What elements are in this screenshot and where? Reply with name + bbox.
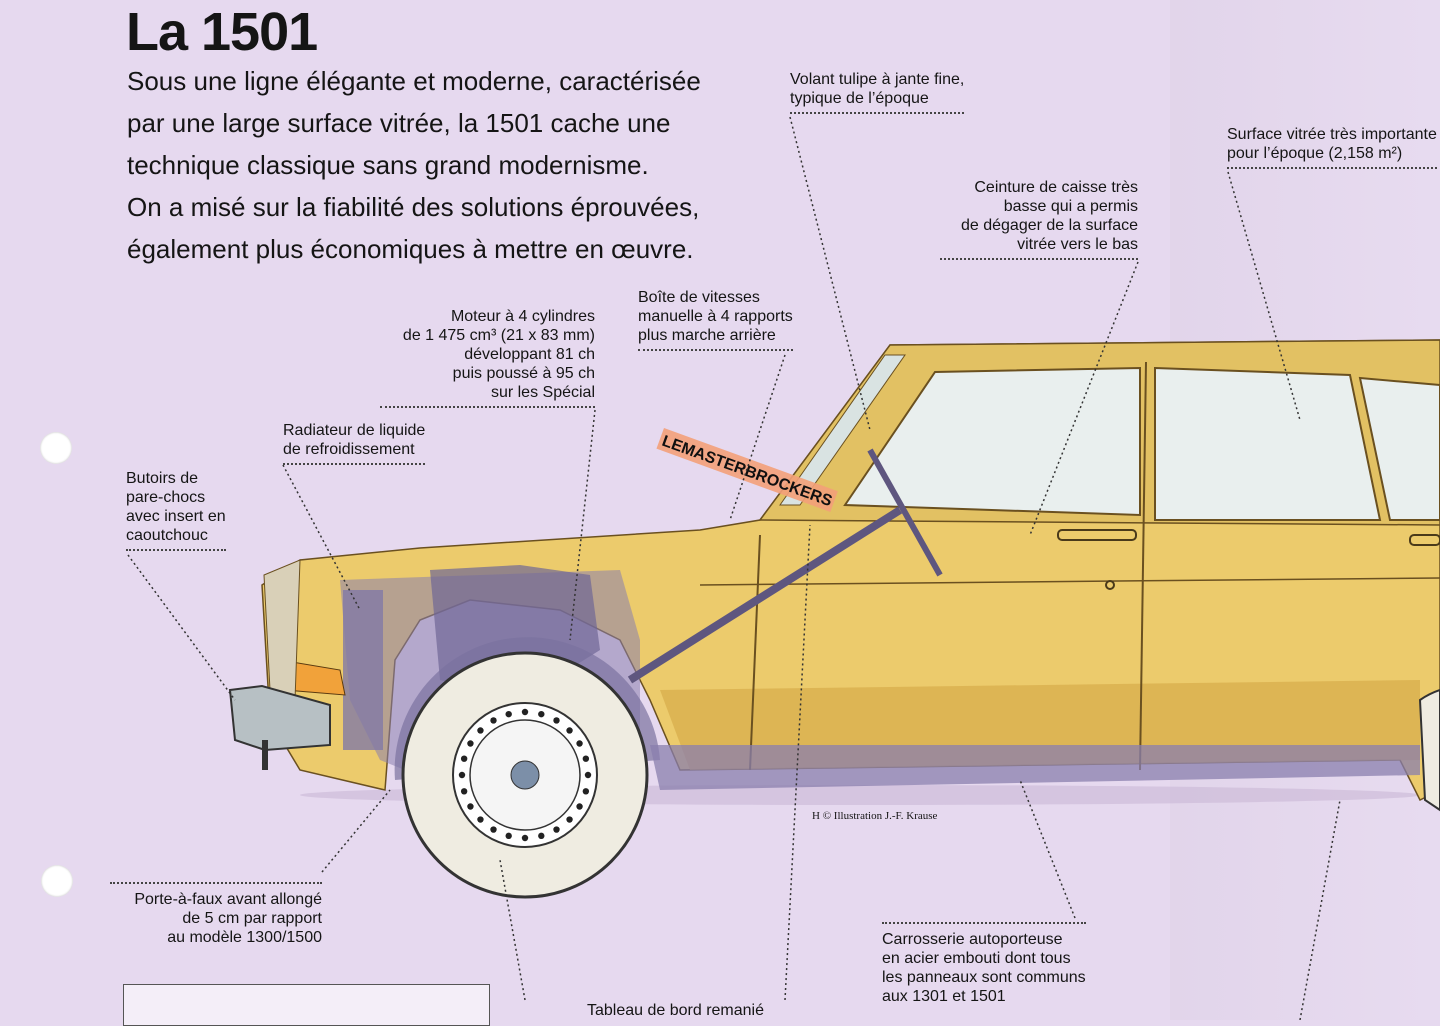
hubcap-dot — [576, 740, 583, 747]
label-radiateur: Radiateur de liquide de refroidissement — [283, 421, 426, 465]
intro-line: également plus économiques à mettre en œ… — [127, 234, 694, 264]
label-line: vitrée vers le bas — [1017, 236, 1138, 253]
label-line: Porte-à-faux avant allongé — [134, 891, 322, 908]
label-line: Carrosserie autoporteuse — [882, 931, 1063, 948]
intro-line: technique classique sans grand modernism… — [127, 150, 649, 180]
windscreen — [779, 354, 906, 506]
intro-line: Sous une ligne élégante et moderne, cara… — [127, 66, 701, 96]
intro-line: On a misé sur la fiabilité des solutions… — [127, 192, 700, 222]
label-line: plus marche arrière — [638, 327, 776, 344]
label-line: de 5 cm par rapport — [182, 910, 322, 927]
hubcap-dot — [460, 788, 468, 795]
label-line: Tableau de bord remanié — [587, 1002, 765, 1019]
label-line: en acier embouti dont tous — [882, 950, 1071, 967]
label-line: Moteur à 4 cylindres — [450, 308, 595, 325]
label-tableau: Tableau de bord remanié — [587, 1001, 764, 1024]
hubcap-dot — [490, 826, 497, 833]
hubcap-dot — [477, 816, 484, 823]
front-bumper — [228, 684, 331, 752]
hubcap-dot — [584, 771, 592, 779]
label-porte-a-faux: Porte-à-faux avant allongé de 5 cm par ra… — [110, 882, 322, 947]
label-line: aux 1301 et 1501 — [882, 988, 1006, 1005]
label-butoirs: Butoirs de pare-chocs avec insert en caoutc… — [126, 469, 226, 551]
hubcap-dot — [566, 816, 573, 823]
hubcap-dot — [505, 832, 512, 840]
label-line: de refroidissement — [283, 441, 415, 458]
hubcap-dot — [458, 771, 466, 779]
hubcap-dot — [521, 834, 529, 842]
radiator — [343, 590, 383, 750]
hubcap-dot — [576, 803, 583, 810]
label-line: Ceinture de caisse très — [974, 179, 1138, 196]
label-line: puis poussé à 95 ch — [452, 365, 595, 382]
binder-hole-bottom — [41, 865, 73, 897]
label-line: au modèle 1300/1500 — [167, 929, 322, 946]
hubcap-dot — [477, 727, 484, 734]
label-boite: Boîte de vitesses manuelle à 4 rapports pl… — [638, 288, 793, 351]
intro-paragraph: Sous une ligne élégante et moderne, cara… — [127, 60, 767, 270]
hubcap-dot — [582, 755, 590, 762]
intro-line: par une large surface vitrée, la 1501 ca… — [127, 108, 671, 138]
label-line: typique de l’époque — [790, 90, 929, 107]
binder-hole-top — [40, 432, 72, 464]
hubcap-dot — [521, 708, 529, 716]
label-line: pare-chocs — [126, 489, 206, 506]
hubcap-dot — [553, 826, 560, 833]
hubcap-dot — [505, 710, 512, 718]
label-line: Volant tulipe à jante fine, — [790, 71, 965, 88]
label-line: Butoirs de — [126, 470, 199, 487]
label-line: développant 81 ch — [464, 346, 595, 363]
label-line: sur les Spécial — [490, 384, 595, 401]
label-line: basse qui a permis — [1003, 198, 1138, 215]
hubcap-dot — [490, 717, 497, 724]
label-line: Boîte de vitesses — [638, 289, 760, 306]
label-moteur: Moteur à 4 cylindres de 1 475 cm³ (21 x 8… — [380, 307, 595, 408]
grille — [263, 559, 301, 701]
page-title: La 1501 — [126, 2, 318, 62]
label-line: manuelle à 4 rapports — [638, 308, 793, 325]
label-ceinture: Ceinture de caisse très basse qui a permi… — [940, 178, 1138, 260]
hubcap-dot — [582, 788, 590, 795]
front-window — [843, 366, 1141, 517]
label-line: les panneaux sont communs — [882, 969, 1086, 986]
label-line: Surface vitrée très importante — [1227, 126, 1437, 143]
label-line: Radiateur de liquide — [283, 422, 426, 439]
label-line: caoutchouc — [126, 527, 208, 544]
label-line: avec insert en — [126, 508, 226, 525]
label-carrosserie: Carrosserie autoporteuse en acier embouti… — [882, 922, 1086, 1006]
illustration-credit: H © Illustration J.-F. Krause — [812, 810, 938, 822]
label-surface: Surface vitrée très importante pour l’épo… — [1227, 125, 1437, 169]
hubcap-dot — [538, 832, 545, 840]
hubcap-dot — [553, 717, 560, 724]
label-line: de 1 475 cm³ (21 x 83 mm) — [402, 327, 595, 344]
label-line: pour l’époque (2,158 m²) — [1227, 145, 1403, 162]
rear-window — [1154, 366, 1382, 521]
hubcap-dot — [467, 803, 474, 810]
hubcap-dot — [460, 755, 468, 762]
hubcap-dot — [566, 727, 573, 734]
label-volant: Volant tulipe à jante fine, typique de l’… — [790, 70, 965, 114]
label-line: de dégager de la surface — [960, 217, 1138, 234]
hubcap-dot — [538, 710, 545, 718]
hubcap-dot — [467, 740, 474, 747]
